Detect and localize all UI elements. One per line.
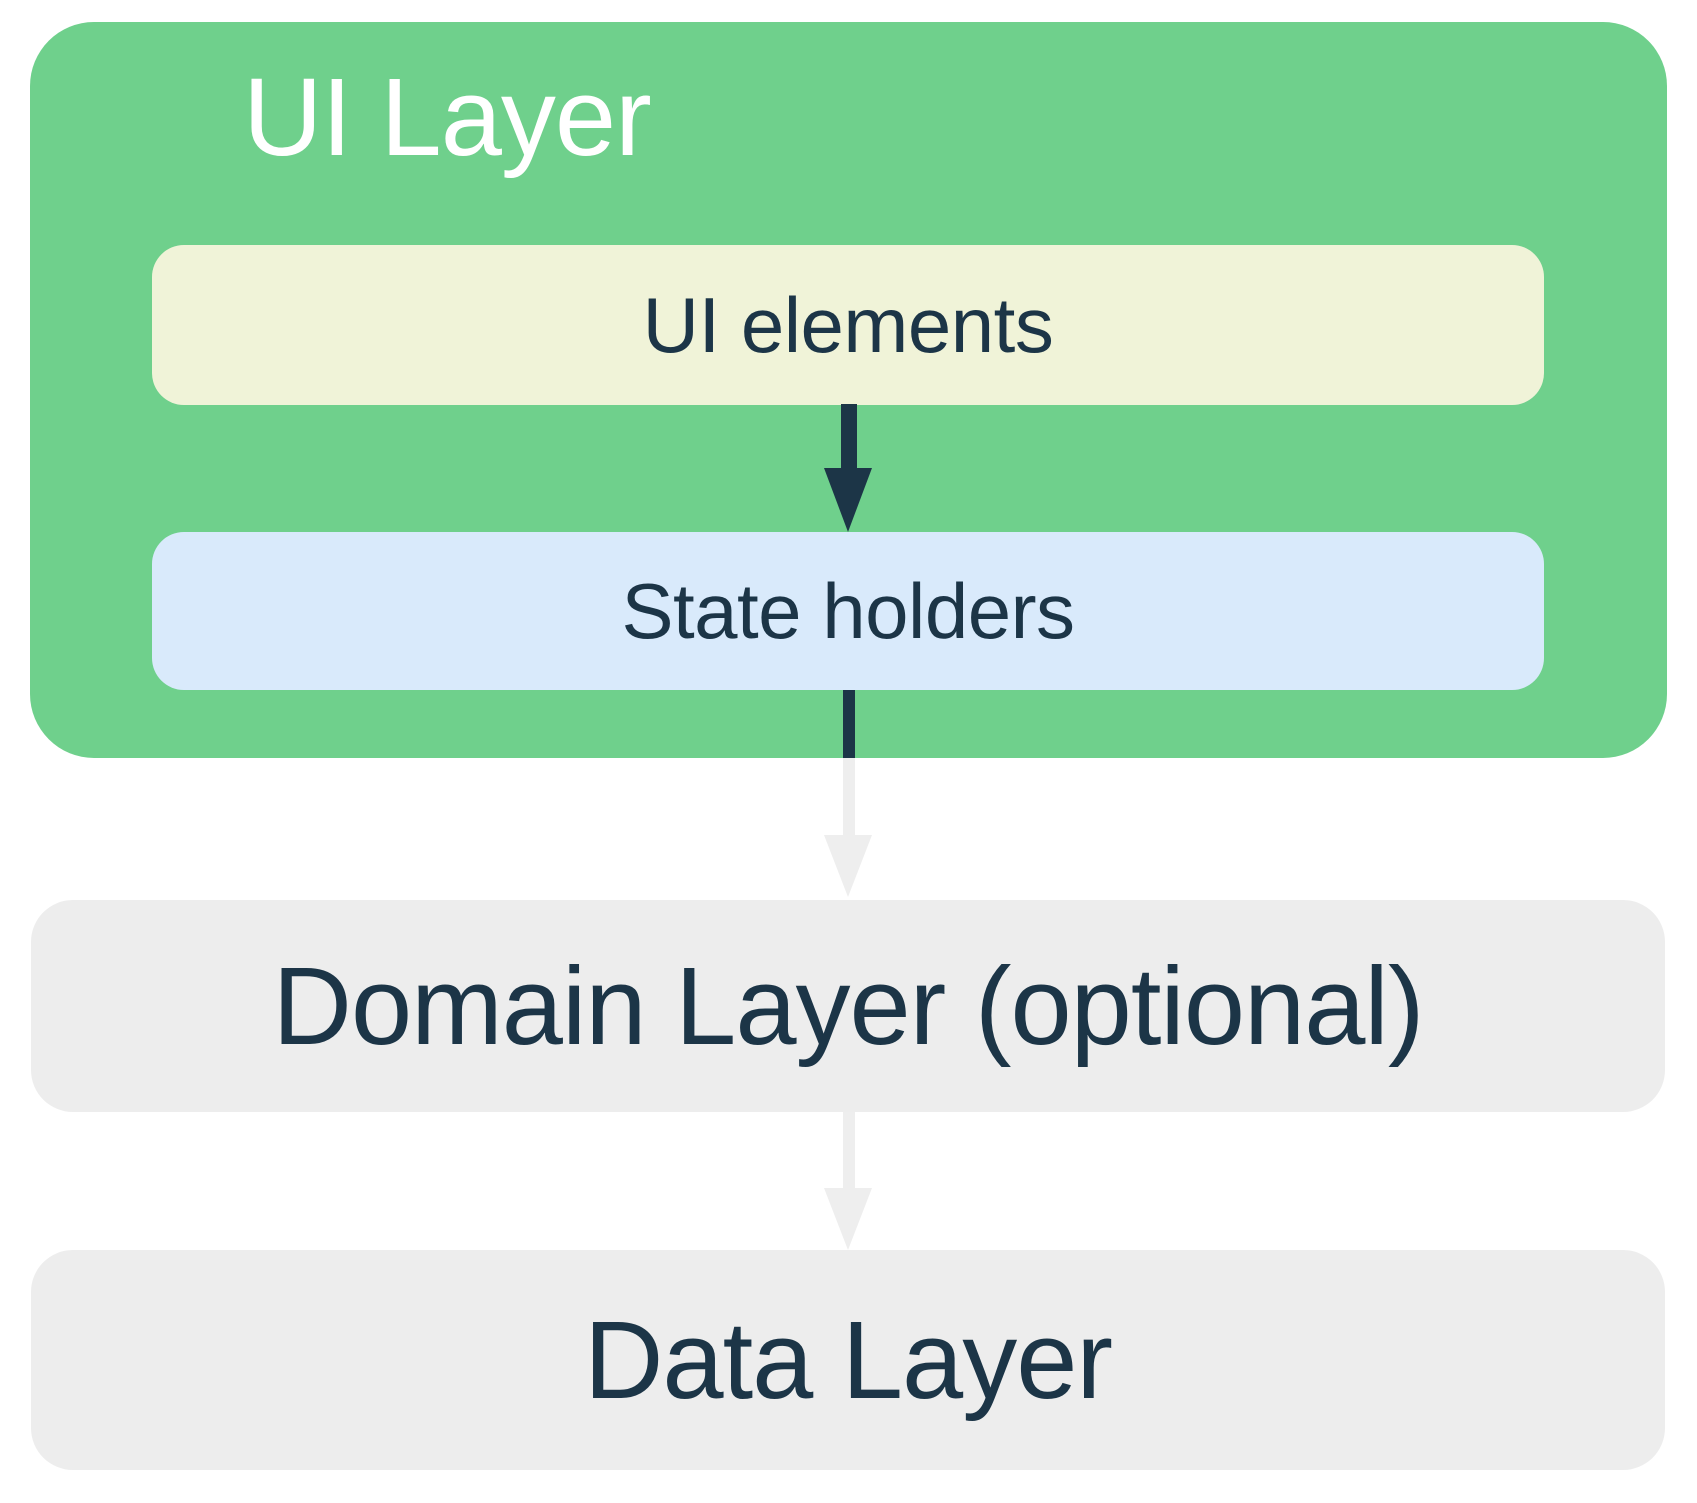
ui-elements-label: UI elements — [642, 280, 1054, 369]
ui-elements-box: UI elements — [152, 245, 1544, 405]
arrow-shaft-dark-segment — [843, 690, 855, 758]
arrow-down-icon — [824, 468, 872, 532]
state-holders-box: State holders — [152, 532, 1544, 690]
arrow-down-icon — [824, 1188, 872, 1250]
arrow-shaft-light-segment — [843, 758, 855, 835]
data-layer-box: Data Layer — [31, 1250, 1665, 1470]
domain-layer-label: Domain Layer (optional) — [272, 944, 1425, 1068]
data-layer-label: Data Layer — [583, 1298, 1113, 1422]
arrow-shaft — [841, 404, 857, 470]
arrow-shaft — [843, 1112, 855, 1188]
arrow-down-icon — [824, 835, 872, 897]
state-holders-label: State holders — [621, 566, 1075, 655]
ui-layer-title: UI Layer — [243, 56, 652, 179]
domain-layer-box: Domain Layer (optional) — [31, 900, 1665, 1112]
